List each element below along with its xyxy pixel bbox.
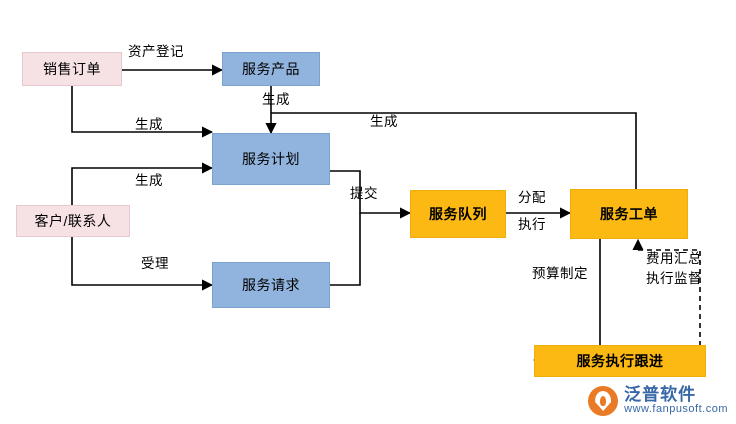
edge-customer-to-service-request: [71, 236, 214, 291]
edge-label-generate-order-to-plan: 生成: [135, 117, 163, 132]
edge-label-execution-monitor: 执行监督: [646, 271, 702, 286]
node-label: 服务队列: [429, 205, 487, 222]
edge-work-order-to-service-plan: [271, 112, 637, 189]
edge-label-generate-product-to-plan: 生成: [262, 92, 290, 107]
node-label: 客户/联系人: [34, 212, 112, 229]
watermark-logo: 泛普软件 www.fanpusoft.com: [588, 386, 728, 416]
edge-follow-up-to-work-order: [632, 238, 701, 346]
watermark-text: 泛普软件 www.fanpusoft.com: [624, 386, 728, 415]
edge-label-accept: 受理: [141, 256, 169, 271]
edge-label-budget-set: 预算制定: [532, 266, 588, 281]
node-service-request[interactable]: 服务请求: [212, 262, 330, 308]
node-label: 销售订单: [43, 60, 101, 77]
node-label: 服务产品: [242, 60, 300, 77]
node-service-plan[interactable]: 服务计划: [212, 133, 330, 185]
node-label: 服务执行跟进: [576, 352, 664, 369]
node-service-work-order[interactable]: 服务工单: [570, 189, 688, 239]
edge-work-order-to-follow-up: [532, 238, 601, 366]
node-service-product[interactable]: 服务产品: [222, 52, 320, 86]
edge-label-submit: 提交: [350, 186, 378, 201]
edge-label-assign: 分配: [518, 190, 546, 205]
edge-service-request-to-service-queue: [330, 213, 361, 286]
watermark-site-url: www.fanpusoft.com: [624, 403, 728, 416]
edge-label-asset-registration: 资产登记: [128, 44, 184, 59]
node-sales-order[interactable]: 销售订单: [22, 52, 122, 86]
edge-service-plan-to-service-queue: [330, 170, 412, 219]
edge-customer-to-service-plan: [71, 162, 214, 205]
node-label: 服务工单: [600, 205, 658, 222]
edge-label-generate-workorder-to-plan: 生成: [370, 114, 398, 129]
node-service-queue[interactable]: 服务队列: [410, 190, 506, 238]
node-label: 服务计划: [242, 150, 300, 167]
flame-logo-icon: [588, 386, 619, 416]
edge-sales-order-to-service-plan: [71, 86, 214, 138]
node-label: 服务请求: [242, 276, 300, 293]
edge-label-generate-customer-to-plan: 生成: [135, 173, 163, 188]
edge-label-cost-summary: 费用汇总: [646, 251, 702, 266]
edge-label-execute: 执行: [518, 217, 546, 232]
node-service-follow-up[interactable]: 服务执行跟进: [534, 345, 706, 377]
node-customer-contact[interactable]: 客户/联系人: [16, 205, 130, 237]
watermark-company-name: 泛普软件: [624, 385, 697, 405]
